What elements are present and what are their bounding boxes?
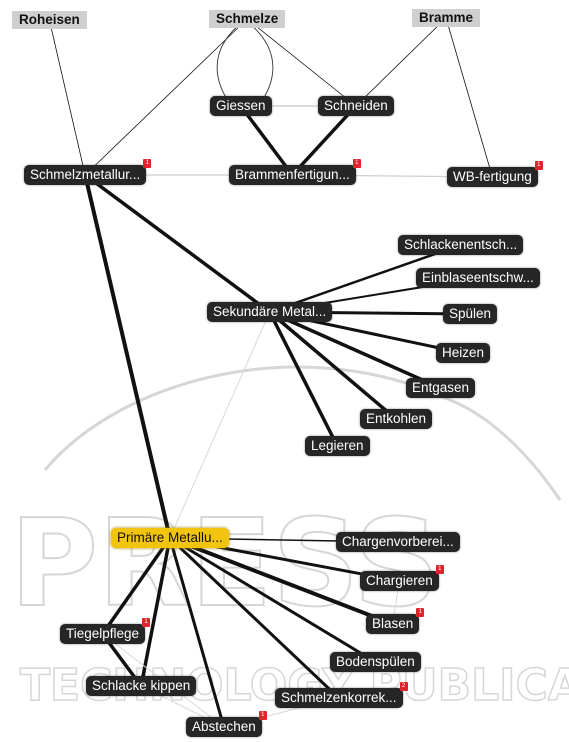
edge-sekundaere-legieren [267, 310, 340, 448]
notification-badge: 1 [258, 711, 267, 720]
watermark-main-text: PRESS [10, 495, 440, 634]
node-giessen[interactable]: Giessen [210, 96, 272, 116]
edge-schmelze-loop-2 [244, 19, 274, 107]
edge-primaere-abstechen [168, 536, 226, 729]
edge-schmelzmetallurgie-primaere [83, 173, 172, 540]
node-primaere-metallurgie[interactable]: Primäre Metallu... [111, 528, 229, 548]
notification-badge: 1 [352, 159, 361, 168]
node-spuelen[interactable]: Spülen [443, 304, 498, 324]
category-roheisen[interactable]: Roheisen [12, 11, 87, 29]
notification-badge: 1 [142, 618, 151, 627]
edge-sekundaere-entkohlen [267, 310, 398, 421]
edge-sekundaere-schlackenentschw [268, 243, 462, 314]
edge-primaere-tiegelpflege [100, 536, 172, 636]
notification-badge: 2 [399, 682, 408, 691]
edge-sekundaere-primaere [169, 311, 271, 539]
edge-primaere-schlacke_kippen [139, 536, 172, 688]
node-bodenspuelen[interactable]: Bodenspülen [330, 652, 421, 672]
edge-roheisen-schmelzmetallurgie [48, 19, 86, 176]
category-schmelze[interactable]: Schmelze [209, 10, 286, 28]
edge-giessen-brammenfertigung [239, 104, 295, 177]
notification-badge: 1 [416, 608, 425, 617]
edge-schmelze-schmelzmetallurgie [84, 18, 248, 176]
node-brammenfertigung[interactable]: Brammenfertigun...1 [229, 159, 361, 185]
node-schlacke-kippen[interactable]: Schlacke kippen [86, 676, 197, 696]
edge-bramme-schneiden [355, 17, 447, 107]
node-schmelzmetallurgie[interactable]: Schmelzmetallur...1 [24, 159, 152, 185]
node-heizen[interactable]: Heizen [436, 343, 491, 363]
node-entkohlen[interactable]: Entkohlen [360, 409, 433, 429]
node-chargenvorbereitung[interactable]: Chargenvorberei... [336, 532, 460, 552]
node-schneiden[interactable]: Schneiden [318, 96, 394, 116]
edge-schmelzmetallurgie-sekundaere [83, 173, 272, 314]
edge-sekundaere-entgasen [267, 310, 443, 390]
edge-schmelze-schneiden [246, 18, 357, 107]
watermark: PRESS TECHNOLOGY PUBLICATIONS [9, 365, 569, 712]
node-legieren[interactable]: Legieren [305, 436, 370, 456]
edge-schmelze-loop-1 [216, 19, 246, 107]
node-entgasen[interactable]: Entgasen [406, 378, 476, 398]
notification-badge: 1 [534, 161, 543, 170]
category-bramme[interactable]: Bramme [412, 9, 481, 27]
edge-bramme-wb_fertigung [445, 17, 493, 178]
edge-primaere-blasen [167, 536, 395, 626]
node-schmelzenkorrektur[interactable]: Schmelzenkorrek...2 [275, 682, 408, 708]
edge-primaere-schmelzenkorrektur [168, 536, 341, 700]
notification-badge: 1 [143, 159, 152, 168]
edge-schneiden-brammenfertigung [290, 104, 358, 177]
node-schlackenentschwefelung[interactable]: Schlackenentsch... [398, 235, 524, 255]
edge-primaere-bodenspuelen [168, 536, 377, 664]
node-sekundaere-metallurgie[interactable]: Sekundäre Metal... [207, 302, 333, 322]
notification-badge: 1 [435, 565, 444, 574]
node-einblaseentschwefelung[interactable]: Einblaseentschw... [416, 268, 540, 288]
